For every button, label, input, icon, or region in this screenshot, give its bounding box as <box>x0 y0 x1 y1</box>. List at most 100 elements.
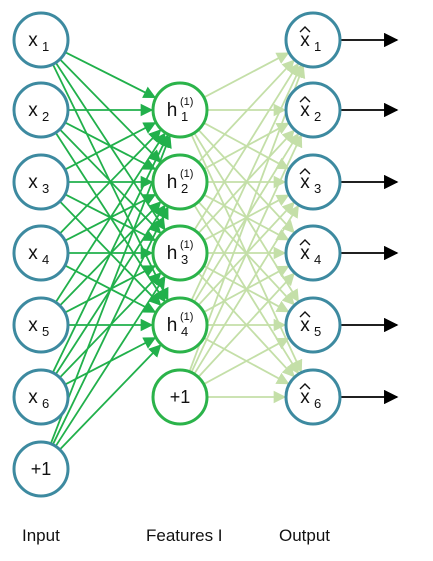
input-node-bias: +1 <box>12 440 70 498</box>
node-circle <box>12 11 70 69</box>
node-base-letter: x <box>300 315 310 336</box>
hat-icon <box>299 239 311 246</box>
node-superscript: (1) <box>180 168 193 180</box>
bias-label: +1 <box>31 459 52 479</box>
input-hidden-edge <box>49 134 172 445</box>
bias-label: +1 <box>170 387 191 407</box>
node-subscript: 6 <box>42 396 49 411</box>
node-subscript: 6 <box>314 396 321 411</box>
node-base-letter: h <box>167 172 178 193</box>
node-circle <box>12 81 70 139</box>
input-hidden-edge <box>54 132 166 303</box>
hat-icon <box>299 26 311 33</box>
input-hidden-edge <box>64 51 157 99</box>
node-circle <box>284 224 342 282</box>
node-circle <box>151 153 209 211</box>
hidden-output-edge <box>193 204 300 375</box>
hat-icon <box>299 311 311 318</box>
node-subscript: 1 <box>181 109 188 124</box>
node-circle <box>12 368 70 426</box>
output-layer-label: Output <box>279 526 330 545</box>
hidden-output-edge <box>203 337 290 385</box>
node-base-letter: x <box>300 172 310 193</box>
input-layer-label: Input <box>22 526 60 545</box>
node-circle <box>151 368 209 426</box>
node-base-letter: h <box>167 100 178 121</box>
hidden-output-edge <box>190 64 303 301</box>
node-circle <box>284 81 342 139</box>
node-base-letter: x <box>300 30 310 51</box>
node-subscript: 2 <box>42 109 49 124</box>
node-subscript: 3 <box>314 181 321 196</box>
node-circle <box>12 153 70 211</box>
hidden-node-bias: +1 <box>151 368 209 426</box>
input-hidden-edge <box>59 129 162 235</box>
node-base-letter: x <box>28 100 38 121</box>
output-arrows <box>340 32 399 405</box>
hidden-output-edge <box>193 62 299 231</box>
node-subscript: 4 <box>181 324 188 339</box>
input-hidden-edge <box>64 122 157 171</box>
node-subscript: 1 <box>42 39 49 54</box>
node-base-letter: x <box>28 315 38 336</box>
node-circle <box>151 81 209 139</box>
node-circle <box>151 296 209 354</box>
hidden-layer-label: Features I <box>146 526 223 545</box>
node-subscript: 3 <box>42 181 49 196</box>
node-subscript: 3 <box>181 252 188 267</box>
hidden-to-output-edges <box>188 52 306 404</box>
node-base-letter: x <box>300 243 310 264</box>
node-base-letter: x <box>28 172 38 193</box>
node-subscript: 5 <box>314 324 321 339</box>
input-hidden-edge <box>59 344 162 451</box>
node-base-letter: x <box>300 100 310 121</box>
hidden-output-edge <box>197 272 295 378</box>
input-hidden-edge <box>51 134 169 374</box>
node-circle <box>284 11 342 69</box>
node-base-letter: x <box>28 30 38 51</box>
input-hidden-edge <box>54 275 166 447</box>
hidden-output-edge <box>190 134 303 373</box>
node-circle <box>284 368 342 426</box>
node-circle <box>284 296 342 354</box>
hat-icon <box>299 383 311 390</box>
node-base-letter: h <box>167 315 178 336</box>
node-circle <box>151 224 209 282</box>
node-base-letter: x <box>28 387 38 408</box>
hidden-output-edge <box>203 52 290 99</box>
hat-icon <box>299 168 311 175</box>
node-circle <box>12 440 70 498</box>
node-circle <box>12 296 70 354</box>
hat-icon <box>299 96 311 103</box>
node-circle <box>12 224 70 282</box>
node-subscript: 2 <box>181 181 188 196</box>
input-hidden-edge <box>51 206 169 446</box>
node-base-letter: x <box>28 243 38 264</box>
node-subscript: 1 <box>314 39 321 54</box>
node-superscript: (1) <box>180 311 193 323</box>
hidden-output-edge <box>188 65 306 373</box>
node-subscript: 5 <box>42 324 49 339</box>
node-subscript: 4 <box>314 252 321 267</box>
node-superscript: (1) <box>180 239 193 251</box>
node-base-letter: x <box>300 387 310 408</box>
node-subscript: 2 <box>314 109 321 124</box>
node-base-letter: h <box>167 243 178 264</box>
